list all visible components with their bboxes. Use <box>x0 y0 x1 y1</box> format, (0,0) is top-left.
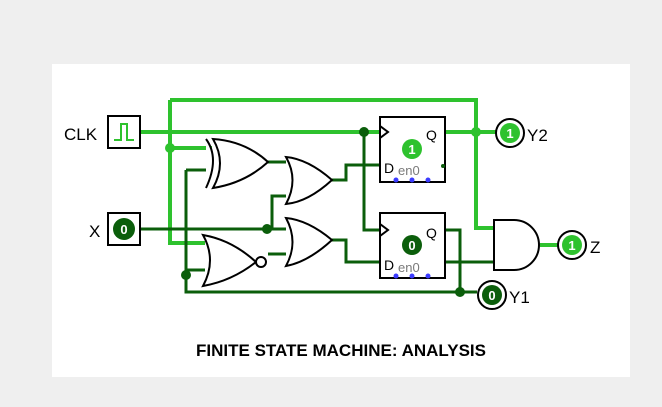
circuit-canvas <box>52 64 630 377</box>
d-flipflop-upper: Q D 1 en0 <box>379 116 446 183</box>
y1-value: 0 <box>488 288 495 303</box>
clock-waveform-icon <box>114 123 134 141</box>
xnor-gate <box>201 233 267 288</box>
ff1-q-label: Q <box>426 127 437 143</box>
ff2-state: 0 <box>408 238 415 253</box>
wire-junctions <box>165 127 481 297</box>
ff1-enable-label: en0 <box>398 163 420 178</box>
x-input-value: 0 <box>120 222 127 237</box>
ff2-q-label: Q <box>426 225 437 241</box>
ff2-enable-label: en0 <box>398 260 420 275</box>
wires-low <box>140 132 494 294</box>
or-gate-lower <box>284 216 334 268</box>
z-value: 1 <box>568 238 575 253</box>
y1-label: Y1 <box>509 288 530 307</box>
y2-output: 1 <box>495 118 525 148</box>
or-gate-upper <box>284 155 334 206</box>
diagram-title: FINITE STATE MACHINE: ANALYSIS <box>196 341 486 360</box>
and-gate <box>493 219 540 271</box>
x-label: X <box>89 222 100 241</box>
clk-input[interactable] <box>107 115 141 149</box>
z-label: Z <box>590 238 600 257</box>
y2-value: 1 <box>506 126 513 141</box>
ff1-state: 1 <box>408 142 415 157</box>
d-flipflop-lower: Q D 0 en0 <box>379 212 446 279</box>
xor-gate <box>205 137 270 190</box>
z-output: 1 <box>557 230 587 260</box>
ff1-d-label: D <box>384 160 394 176</box>
ff2-d-label: D <box>384 257 394 273</box>
y1-output: 0 <box>477 280 507 310</box>
x-input[interactable]: 0 <box>107 212 141 246</box>
clk-label: CLK <box>64 125 98 144</box>
y2-label: Y2 <box>527 126 548 145</box>
